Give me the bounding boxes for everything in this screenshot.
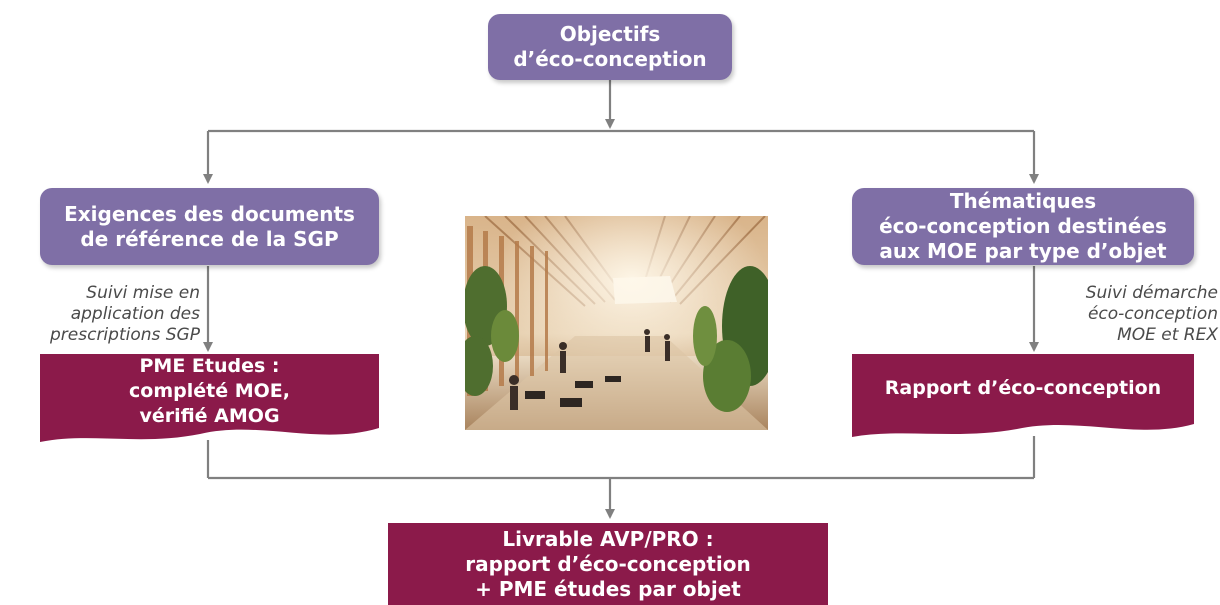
node-exigences-line-2: de référence de la SGP [80,226,339,251]
node-thematiques: Thématiques éco-conception destinées aux… [852,188,1194,265]
node-thematiques-line-3: aux MOE par type d’objet [879,239,1167,263]
note-suivi-sgp-line-2: application des [70,304,200,324]
note-suivi-sgp-line-3: prescriptions SGP [50,325,200,345]
node-rapport-line-1: Rapport d’éco-conception [884,376,1162,399]
document-shape [40,354,379,442]
node-livrable-line-3: + PME études par objet [475,576,741,601]
note-suivi-demarche-line-2: éco-conception [1087,304,1218,324]
node-objectifs: Objectifs d’éco-conception [488,14,732,80]
node-exigences-line-1: Exigences des documents [64,201,355,226]
node-rapport: Rapport d’éco-conception [852,354,1194,440]
node-exigences: Exigences des documents de référence de … [40,188,379,265]
note-suivi-demarche: Suivi démarche éco-conception MOE et REX [1030,283,1218,346]
note-suivi-sgp-line-1: Suivi mise en [86,283,200,303]
node-livrable: Livrable AVP/PRO : rapport d’éco-concept… [388,523,828,605]
node-pme-etudes-line-2: complété MOE, [129,379,290,402]
node-pme-etudes-line-1: PME Etudes : [139,354,280,377]
node-thematiques-line-1: Thématiques [949,189,1097,213]
node-livrable-line-2: rapport d’éco-conception [465,551,751,576]
node-pme-etudes: PME Etudes : complété MOE, vérifié AMOG [40,354,379,446]
node-objectifs-line-1: Objectifs [559,22,661,46]
note-suivi-demarche-line-1: Suivi démarche [1085,283,1218,303]
node-thematiques-line-2: éco-conception destinées [879,214,1167,238]
note-suivi-demarche-line-3: MOE et REX [1117,325,1218,345]
note-suivi-sgp: Suivi mise en application des prescripti… [20,283,200,346]
document-shape [852,354,1194,437]
node-pme-etudes-line-3: vérifié AMOG [139,404,280,427]
station-interior-illustration [465,216,768,430]
node-objectifs-line-2: d’éco-conception [513,47,707,71]
node-livrable-line-1: Livrable AVP/PRO : [502,526,714,551]
